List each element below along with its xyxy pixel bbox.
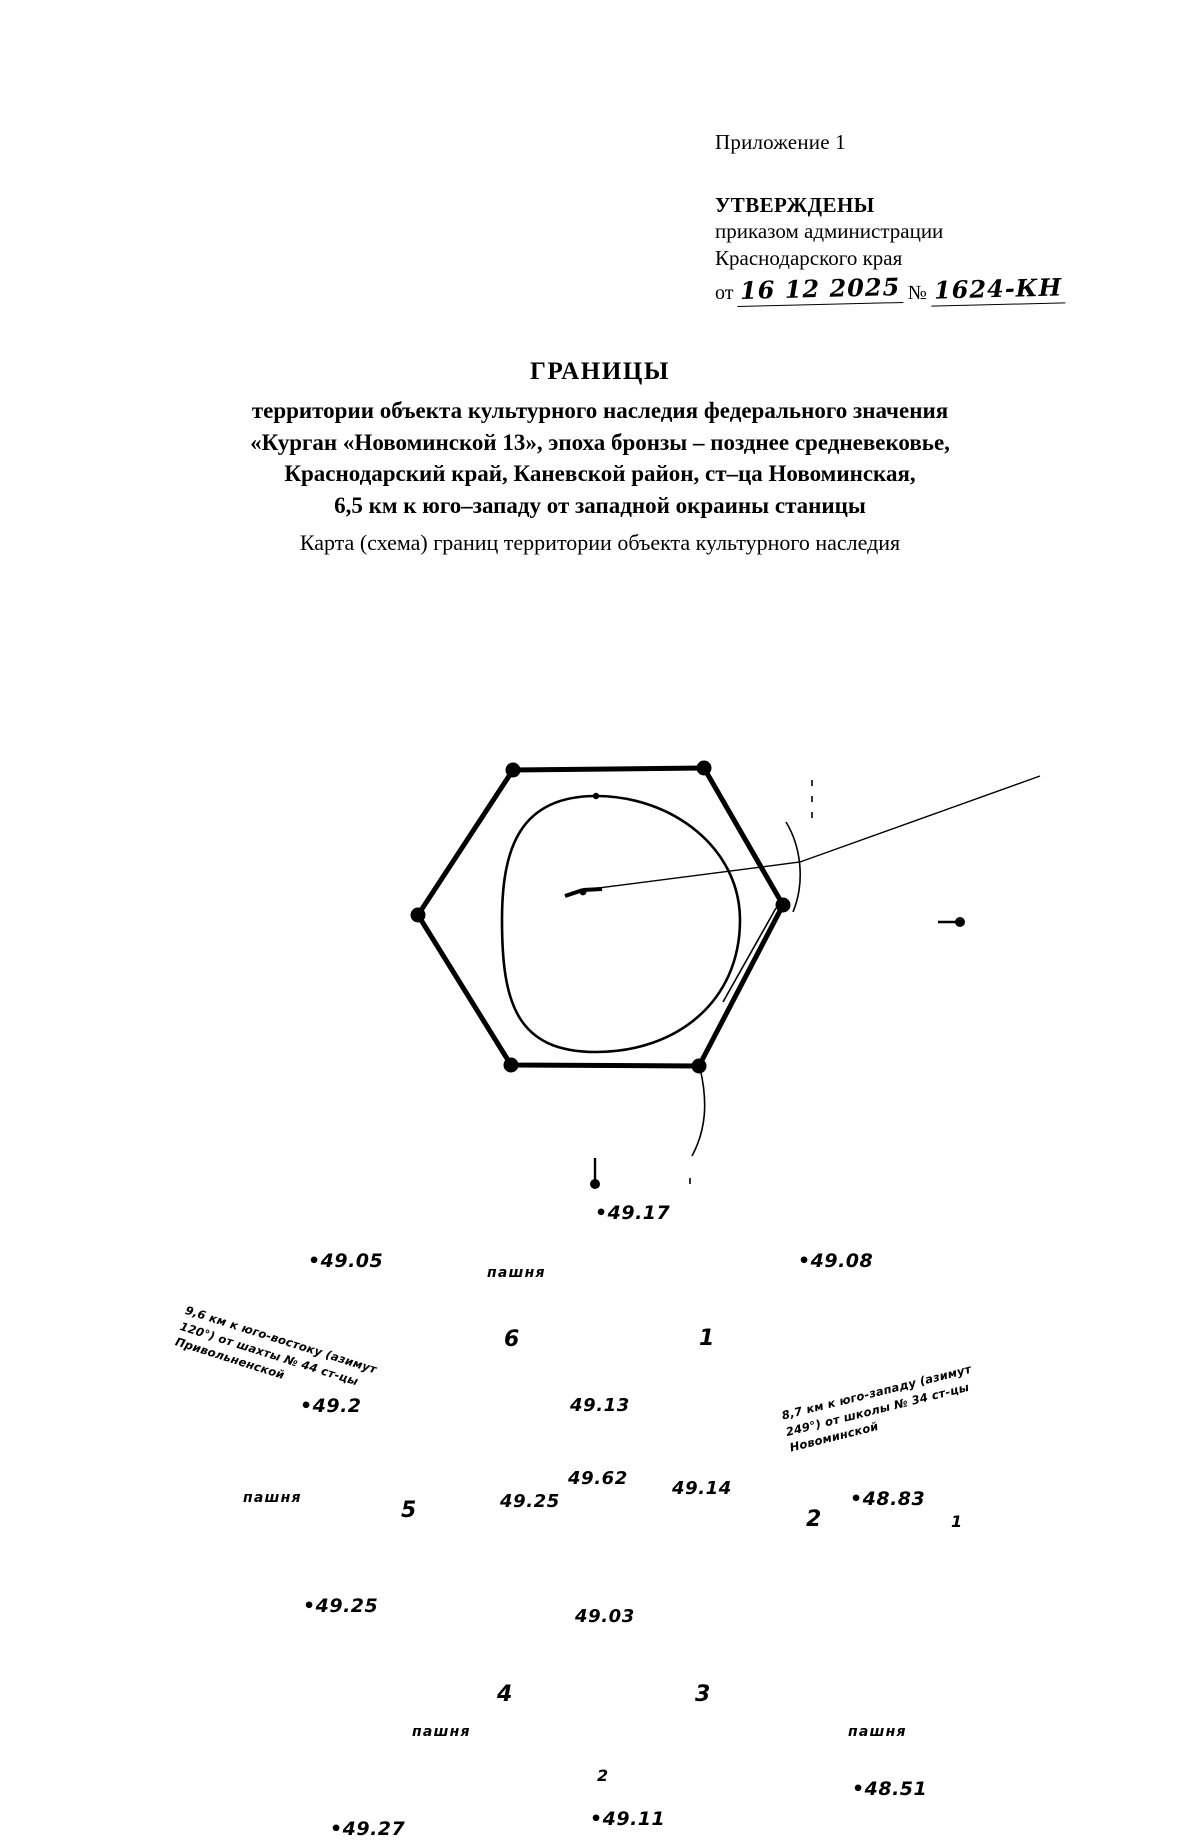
title-line-1: территории объекта культурного наследия …: [251, 398, 949, 423]
transect-line-centre-right: [582, 775, 1041, 891]
vertex-label-6: 6: [504, 1327, 520, 1352]
direction-note-left: 9,6 км к юго-востоку (азимут 120°) от ша…: [173, 1302, 379, 1389]
boundary-polygon: [415, 765, 786, 1069]
title-line-4: 6,5 км к юго–западу от западной окраины …: [334, 492, 866, 518]
elevation-label: •48.83: [850, 1488, 926, 1510]
contour-elevation-label: 49.14: [672, 1478, 732, 1499]
vertex-dot-6: [505, 762, 521, 778]
vertex-2-tick: [722, 907, 777, 1003]
appendix-label: Приложение 1: [715, 130, 846, 154]
landuse-label: пашня: [243, 1490, 302, 1506]
vertex-label-3: 3: [695, 1682, 711, 1707]
elevation-label: •49.08: [798, 1250, 874, 1272]
vertex-label-2: 2: [806, 1507, 822, 1532]
approved-by-line-2: Краснодарского края: [715, 245, 903, 270]
map-caption: Карта (схема) границ территории объекта …: [299, 530, 901, 555]
vertex-dot-4: [503, 1057, 519, 1073]
elevation-label: •49.17: [595, 1202, 671, 1224]
elevation-label: •48.51: [852, 1778, 928, 1800]
order-date-value: 16 12 2025: [737, 271, 905, 307]
contour-top-point: [592, 792, 600, 800]
mound-contour: [500, 794, 742, 1054]
date-prefix: от: [715, 281, 734, 304]
contour-elevation-label: 49.13: [570, 1395, 630, 1416]
landuse-label: пашня: [487, 1265, 546, 1281]
landuse-label: пашня: [848, 1724, 907, 1740]
elevation-label: •49.25: [303, 1595, 379, 1617]
boundary-map: •49.17 •49.05 •49.08 •49.2 •48.83 •49.25…: [0, 590, 1200, 1840]
arrow-marker-label-1: 1: [951, 1512, 963, 1531]
vertex-dot-5: [410, 907, 426, 923]
vertex-label-5: 5: [401, 1498, 417, 1523]
direction-note-right: 8,7 км к юго-западу (азимут 249°) от шко…: [780, 1361, 973, 1455]
page-title: ГРАНИЦЫ: [529, 358, 671, 385]
header-block: Приложение 1 УТВЕРЖДЕНЫ приказом админис…: [715, 130, 1135, 307]
vertex-3-leader: [691, 1067, 706, 1157]
arrow-marker-1-head: [955, 917, 965, 927]
number-symbol: №: [907, 281, 927, 304]
vertex-dot-3: [691, 1058, 707, 1074]
elevation-label: •49.2: [300, 1395, 362, 1417]
arrow-marker-2-head: [590, 1179, 600, 1189]
elevation-label: •49.11: [590, 1808, 666, 1830]
map-vector-layer: [410, 760, 1041, 1189]
arrow-marker-label-2: 2: [597, 1766, 609, 1785]
document-page: Приложение 1 УТВЕРЖДЕНЫ приказом админис…: [0, 130, 1200, 1840]
vertex-dot-2: [775, 897, 791, 913]
title-line-2: «Курган «Новоминской 13», эпоха бронзы –…: [250, 429, 950, 455]
approved-heading: УТВЕРЖДЕНЫ: [715, 193, 875, 217]
vertex-label-4: 4: [497, 1682, 513, 1707]
summit-elevation-label: 49.62: [568, 1468, 628, 1489]
vertex-2-leader: [785, 821, 801, 913]
elevation-label: •49.27: [330, 1818, 406, 1840]
summit-point: [579, 888, 587, 896]
title-line-3: Краснодарский край, Каневской район, ст–…: [284, 461, 916, 486]
order-number-value: 1624-КН: [930, 272, 1066, 307]
elevation-label: •49.05: [308, 1250, 384, 1272]
approved-by-line-1: приказом администрации: [715, 219, 944, 243]
title-block: ГРАНИЦЫ территории объекта культурного н…: [0, 358, 1200, 521]
contour-elevation-label: 49.25: [500, 1491, 560, 1512]
vertex-dot-1: [696, 760, 712, 776]
landuse-label: пашня: [412, 1724, 471, 1740]
order-date-line: от 16 12 2025 № 1624-КН: [715, 271, 1135, 307]
vertex-label-1: 1: [699, 1326, 715, 1351]
contour-elevation-label: 49.03: [575, 1606, 635, 1627]
